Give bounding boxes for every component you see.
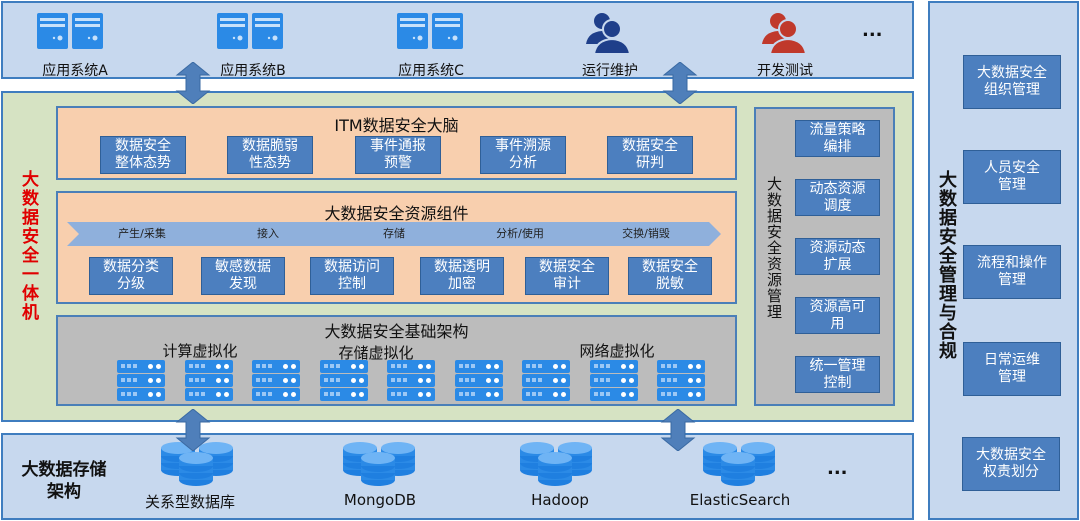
- server-rack-icon: [387, 360, 435, 402]
- resource-management-title: 大数据安全资源管理: [765, 176, 783, 320]
- database-label: Hadoop: [531, 491, 589, 509]
- users-icon: [584, 10, 632, 58]
- lifecycle-stage-label: 存储: [383, 227, 405, 240]
- bidirectional-arrow-icon: [173, 61, 213, 105]
- database-icon: [700, 440, 780, 492]
- server-rack-icon: [117, 360, 165, 402]
- database-icon: [158, 440, 238, 492]
- compute-virtualization-label: 计算虚拟化: [162, 342, 238, 360]
- server-rack-icon: [522, 360, 570, 402]
- component-box: 数据安全 脱敏: [628, 257, 712, 295]
- database-label: ElasticSearch: [689, 491, 791, 509]
- more-apps-ellipsis: ...: [862, 20, 883, 41]
- compliance-box: 日常运维 管理: [963, 342, 1061, 396]
- storage-virtualization-label: 存储虚拟化: [338, 344, 414, 362]
- server-rack-icon: [319, 360, 368, 402]
- more-databases-ellipsis: ...: [827, 458, 848, 479]
- server-rack-icon: [657, 360, 705, 402]
- lifecycle-stage-label: 接入: [257, 227, 279, 240]
- lifecycle-stage: 分析/使用: [445, 222, 595, 246]
- bidirectional-arrow-icon: [658, 408, 698, 452]
- resource-mgmt-box: 资源高可 用: [795, 297, 880, 334]
- app-system-label: 应用系统C: [398, 63, 464, 79]
- resource-mgmt-box: 统一管理 控制: [795, 356, 880, 393]
- dev-testing-label: 开发测试: [757, 63, 813, 79]
- lifecycle-stage: 接入: [193, 222, 343, 246]
- compliance-box: 大数据安全 组织管理: [963, 55, 1061, 109]
- lifecycle-stage: 交换/销毁: [571, 222, 721, 246]
- server-rack-icon: [252, 360, 300, 402]
- network-virtualization-label: 网络虚拟化: [579, 342, 655, 360]
- compliance-box: 大数据安全 权责划分: [962, 437, 1060, 491]
- users-icon: [760, 10, 808, 58]
- component-box: 数据分类 分级: [89, 257, 173, 295]
- bidirectional-arrow-icon: [173, 408, 213, 452]
- database-label: MongoDB: [343, 491, 417, 509]
- component-box: 数据透明 加密: [420, 257, 504, 295]
- resource-mgmt-box: 流量策略 编排: [795, 120, 880, 157]
- component-box: 数据访问 控制: [310, 257, 394, 295]
- lifecycle-stage-label: 交换/销毁: [622, 227, 670, 240]
- brain-box: 事件溯源 分析: [480, 136, 566, 174]
- app-server-icon: [217, 13, 285, 53]
- brain-box: 数据安全 整体态势: [100, 136, 186, 174]
- bidirectional-arrow-icon: [660, 61, 700, 105]
- appliance-title: 大数据安全一体机: [18, 170, 38, 322]
- resource-mgmt-box: 动态资源 调度: [795, 179, 880, 216]
- compliance-box: 人员安全 管理: [963, 150, 1061, 204]
- app-server-icon: [397, 13, 465, 53]
- ops-maintenance-label: 运行维护: [582, 63, 638, 79]
- lifecycle-stage-label: 分析/使用: [496, 227, 544, 240]
- app-server-icon: [37, 13, 105, 53]
- component-box: 数据安全 审计: [525, 257, 609, 295]
- database-label: 关系型数据库: [144, 493, 235, 511]
- brain-box: 事件通报 预警: [355, 136, 441, 174]
- app-system-label: 应用系统B: [220, 63, 286, 79]
- lifecycle-stage: 产生/采集: [67, 222, 217, 246]
- brain-box: 数据安全 研判: [607, 136, 693, 174]
- resource-components-title: 大数据安全资源组件: [324, 204, 469, 223]
- component-box: 敏感数据 发现: [201, 257, 285, 295]
- compliance-box: 流程和操作 管理: [963, 245, 1061, 299]
- app-system-label: 应用系统A: [42, 63, 108, 79]
- brain-box: 数据脆弱 性态势: [227, 136, 313, 174]
- resource-mgmt-box: 资源动态 扩展: [795, 238, 880, 275]
- database-icon: [340, 440, 420, 492]
- lifecycle-stage: 存储: [319, 222, 469, 246]
- infrastructure-title: 大数据安全基础架构: [324, 322, 469, 341]
- itm-brain-title: ITM数据安全大脑: [334, 116, 459, 135]
- database-icon: [517, 440, 597, 492]
- server-rack-icon: [454, 360, 503, 402]
- storage-title: 大数据存储 架构: [21, 460, 107, 502]
- lifecycle-stage-label: 产生/采集: [118, 227, 166, 240]
- server-rack-icon: [184, 360, 233, 402]
- compliance-title: 大数据安全管理与合规: [936, 170, 957, 360]
- server-rack-icon: [589, 360, 638, 402]
